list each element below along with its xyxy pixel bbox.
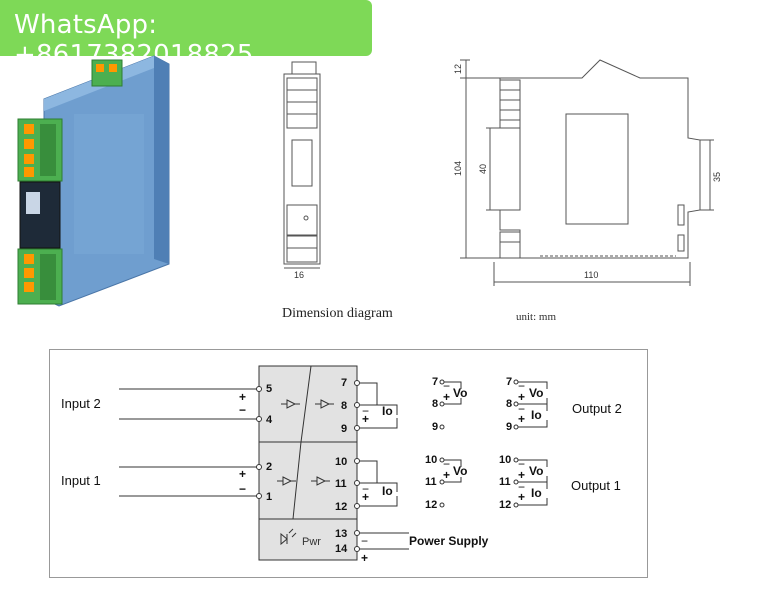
terminal-8: 8: [341, 400, 347, 412]
product-image: [17, 55, 170, 307]
opt-a-vo: Vo: [453, 386, 467, 400]
opt-b-8: 8: [506, 398, 512, 410]
opt-b-plus-vo: +: [518, 390, 525, 404]
opt-d-io: Io: [531, 486, 542, 500]
power-minus: −: [361, 534, 368, 548]
opt-d-11: 11: [499, 476, 511, 488]
dev-io-2: Io: [382, 404, 393, 418]
opt-b-io: Io: [531, 408, 542, 422]
depth-label: 110: [584, 270, 598, 280]
terminal-14: 14: [335, 543, 348, 555]
input-2-minus: −: [239, 403, 246, 417]
opt-a-plus: +: [443, 390, 450, 404]
opt-b-9: 9: [506, 421, 512, 433]
terminal-12: 12: [335, 501, 347, 513]
terminal-9: 9: [341, 423, 347, 435]
opt-d-10: 10: [499, 454, 511, 466]
opt-b-minus-io: −: [518, 402, 525, 416]
device-block: [258, 365, 358, 561]
device-output-wires: [360, 382, 409, 550]
opt-c-12: 12: [425, 499, 437, 511]
opt-d-vo: Vo: [529, 464, 543, 478]
terminal-7: 7: [341, 377, 347, 389]
height-total-label: 104: [453, 161, 463, 176]
terminal-5: 5: [266, 383, 272, 395]
top-connector: [91, 59, 123, 87]
lower-terminal-block: [17, 248, 63, 305]
opt-d-12: 12: [499, 499, 511, 511]
upper-terminal-block: [17, 118, 63, 182]
terminal-10: 10: [335, 456, 347, 468]
opt-b-7: 7: [506, 376, 512, 388]
front-width-label: 16: [294, 270, 304, 280]
output2-option-vo: [439, 379, 462, 508]
opt-c-10: 10: [425, 454, 437, 466]
terminal-11: 11: [335, 478, 347, 490]
dev-io-1: Io: [382, 484, 393, 498]
opt-b-plus-io: +: [518, 412, 525, 426]
opt-c-11: 11: [425, 476, 437, 488]
opt-c-plus: +: [443, 468, 450, 482]
whatsapp-banner: WhatsApp: +8617382018825: [0, 0, 372, 70]
opt-b-minus-vo: −: [518, 379, 525, 393]
opt-c-minus: −: [443, 457, 450, 471]
opt-d-plus-io: +: [518, 490, 525, 504]
opt-a-7: 7: [432, 376, 438, 388]
dimension-drawings: 16 12 104 40 35 110: [283, 59, 722, 286]
opt-d-plus-vo: +: [518, 468, 525, 482]
dev-minus-1: −: [362, 482, 369, 496]
top-offset-label: 12: [453, 64, 463, 74]
pwr-label: Pwr: [302, 536, 321, 548]
banner-text: WhatsApp: +8617382018825: [14, 10, 254, 70]
input-2-plus: +: [239, 390, 246, 404]
side-view: [460, 59, 714, 286]
output-1-label: Output 1: [571, 478, 621, 493]
input-1-plus: +: [239, 467, 246, 481]
input-1-label: Input 1: [61, 473, 101, 488]
terminal-1: 1: [266, 491, 272, 503]
terminal-2: 2: [266, 461, 272, 473]
output-option-vo-io: [513, 379, 548, 508]
opt-b-vo: Vo: [529, 386, 543, 400]
opt-a-8: 8: [432, 398, 438, 410]
height-inner-label: 40: [478, 164, 488, 174]
power-supply-label: Power Supply: [409, 534, 489, 548]
dev-minus-2: −: [362, 404, 369, 418]
opt-a-9: 9: [432, 421, 438, 433]
opt-d-minus-io: −: [518, 480, 525, 494]
wiring-diagram: Pwr 5 4 2 1 7 8 9 10 11 12 13 14 Input 2…: [49, 349, 648, 578]
power-plus: +: [361, 551, 368, 565]
side-right-label: 35: [712, 172, 722, 182]
opt-d-minus-vo: −: [518, 457, 525, 471]
dev-plus-1: +: [362, 490, 369, 504]
unit-caption: unit: mm: [516, 311, 557, 323]
display-window: [19, 181, 61, 249]
dimension-caption: Dimension diagram: [282, 306, 393, 321]
output-2-label: Output 2: [572, 401, 622, 416]
input-wires: [119, 388, 257, 497]
input-1-minus: −: [239, 482, 246, 496]
input-2-label: Input 2: [61, 396, 101, 411]
opt-a-minus: −: [443, 379, 450, 393]
front-view: [283, 61, 321, 269]
terminal-13: 13: [335, 528, 347, 540]
device-terminals: [256, 380, 360, 552]
terminal-4: 4: [266, 414, 273, 426]
opt-c-vo: Vo: [453, 464, 467, 478]
dev-plus-2: +: [362, 412, 369, 426]
